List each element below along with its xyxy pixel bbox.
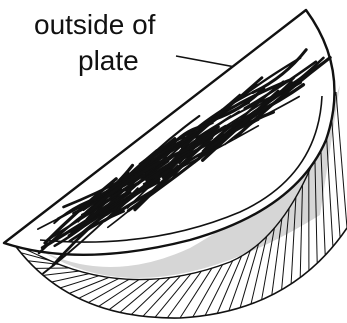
fringe-strip (60, 276, 99, 288)
callout-line-2: plate (78, 45, 139, 76)
fringe-strip (120, 279, 160, 313)
fringe-strip (143, 276, 181, 316)
fringe-strip (229, 251, 251, 311)
fringe-strip (69, 278, 109, 294)
callout-line-1: outside of (34, 9, 156, 40)
fringe-strip (131, 278, 170, 315)
fringe-strip (43, 271, 79, 275)
